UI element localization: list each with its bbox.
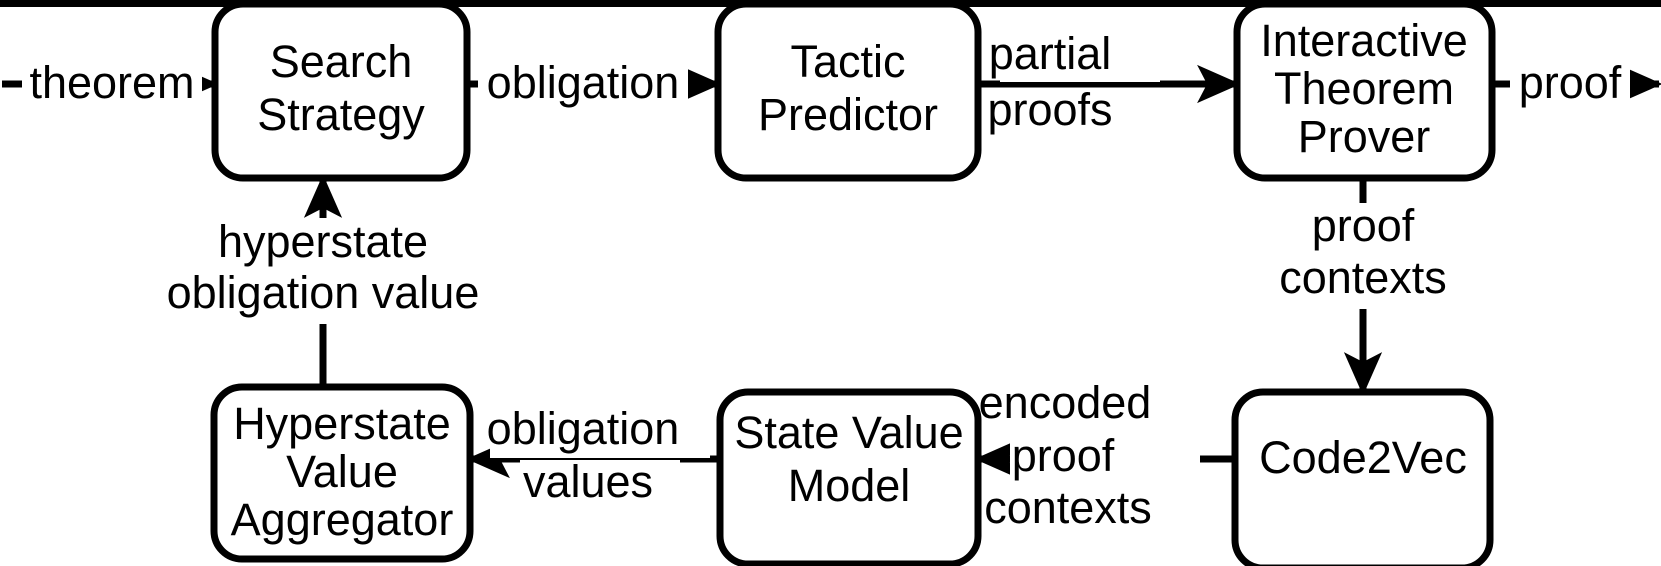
node-label-line: Model [788, 460, 911, 511]
node-state-value-model[interactable]: State Value Model [716, 388, 982, 566]
node-label-line: Code2Vec [1259, 432, 1467, 483]
node-tactic-predictor[interactable]: Tactic Predictor [714, 0, 982, 182]
edge-label-text: contexts [1279, 252, 1447, 303]
node-label-line: Tactic [790, 36, 905, 87]
node-interactive-theorem-prover[interactable]: Interactive Theorem Prover [1233, 0, 1496, 182]
node-label-line: State Value [734, 407, 963, 458]
node-tactic-predictor-box[interactable] [714, 0, 982, 182]
edge-label-text: contexts [984, 482, 1152, 533]
edge-label-itp-to-code2vec: proof contexts [1232, 200, 1494, 309]
edge-label-in-theorem: theorem [22, 57, 202, 110]
edge-label-text: partial [989, 28, 1112, 79]
edge-label-text: values [523, 456, 653, 507]
edge-label-itp-out-proof: proof [1510, 57, 1630, 110]
node-hyperstate-value-aggregator[interactable]: Hyperstate Value Aggregator [210, 383, 474, 563]
node-label-line: Prover [1298, 111, 1431, 162]
edge-label-svm-to-hva: obligation values [487, 403, 710, 512]
node-search-strategy[interactable]: Search Strategy [211, 0, 471, 182]
node-interactive-theorem-prover-box[interactable] [1233, 0, 1496, 182]
edge-label-text: proof [1012, 430, 1115, 481]
node-code2vec[interactable]: Code2Vec [1231, 388, 1494, 566]
node-label-line: Interactive [1260, 15, 1468, 66]
edge-label-text: obligation [487, 57, 680, 108]
node-label-line: Search [270, 36, 413, 87]
edge-label-tactic-to-itp: partial proofs [987, 28, 1160, 138]
edge-label-text: proofs [987, 84, 1112, 135]
edge-label-text: obligation [487, 403, 680, 454]
edge-label-search-to-tactic: obligation [478, 57, 688, 110]
edge-label-hva-to-search: hyperstate obligation value [167, 216, 480, 324]
edge-label-text: proof [1519, 57, 1622, 108]
node-label-line: Theorem [1274, 63, 1454, 114]
edge-label-text: encoded [979, 377, 1152, 428]
node-label-line: Aggregator [231, 494, 454, 545]
edge-label-text: obligation value [167, 267, 480, 318]
node-label-line: Predictor [758, 89, 938, 140]
edge-label-code2vec-to-svm: encoded proof contexts [979, 377, 1235, 540]
node-search-strategy-box[interactable] [211, 0, 471, 182]
edge-label-text: theorem [29, 57, 194, 108]
node-label-line: Hyperstate [233, 398, 451, 449]
edge-label-text: hyperstate [218, 216, 428, 267]
edge-label-text: proof [1312, 200, 1415, 251]
node-code2vec-box[interactable] [1231, 388, 1494, 566]
node-label-line: Value [286, 446, 398, 497]
node-hyperstate-value-aggregator-box[interactable] [210, 383, 474, 563]
node-state-value-model-box[interactable] [716, 388, 982, 566]
node-label-line: Strategy [257, 89, 425, 140]
